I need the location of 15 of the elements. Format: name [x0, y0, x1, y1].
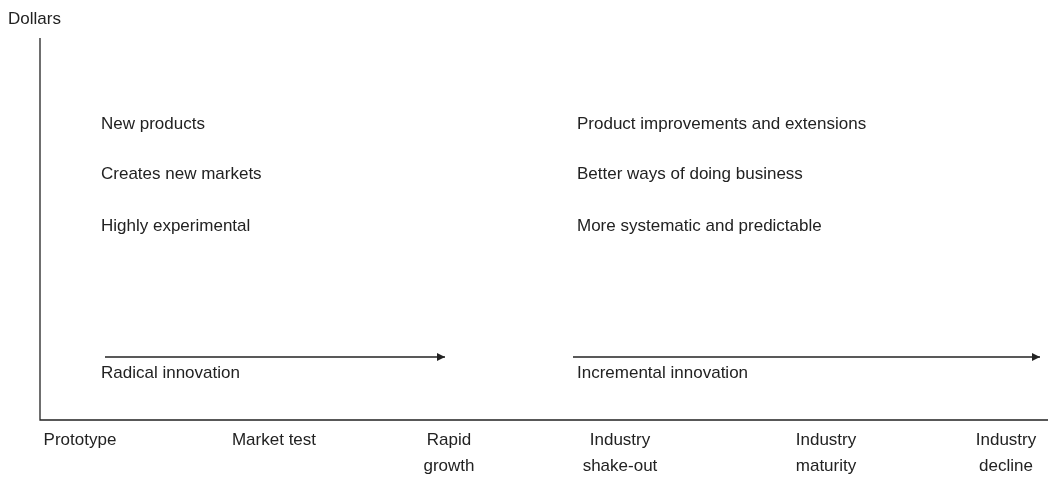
axis-category-label: Industry shake-out [581, 429, 659, 477]
feature-text: Product improvements and extensions [577, 113, 867, 135]
axis-category-label: Prototype [42, 429, 118, 451]
feature-text: Highly experimental [101, 215, 251, 237]
axis-category-label: Rapid growth [422, 429, 476, 477]
feature-text: More systematic and predictable [577, 215, 822, 237]
feature-text: Better ways of doing business [577, 163, 803, 185]
phase-label: Radical innovation [101, 362, 240, 384]
axis-category-label: Market test [230, 429, 318, 451]
axis-category-label: Industry maturity [794, 429, 858, 477]
axis-title: Dollars [8, 8, 61, 30]
feature-text: New products [101, 113, 205, 135]
phase-label: Incremental innovation [577, 362, 749, 384]
feature-text: Creates new markets [101, 163, 262, 185]
axis-category-label: Industry decline [974, 429, 1038, 477]
